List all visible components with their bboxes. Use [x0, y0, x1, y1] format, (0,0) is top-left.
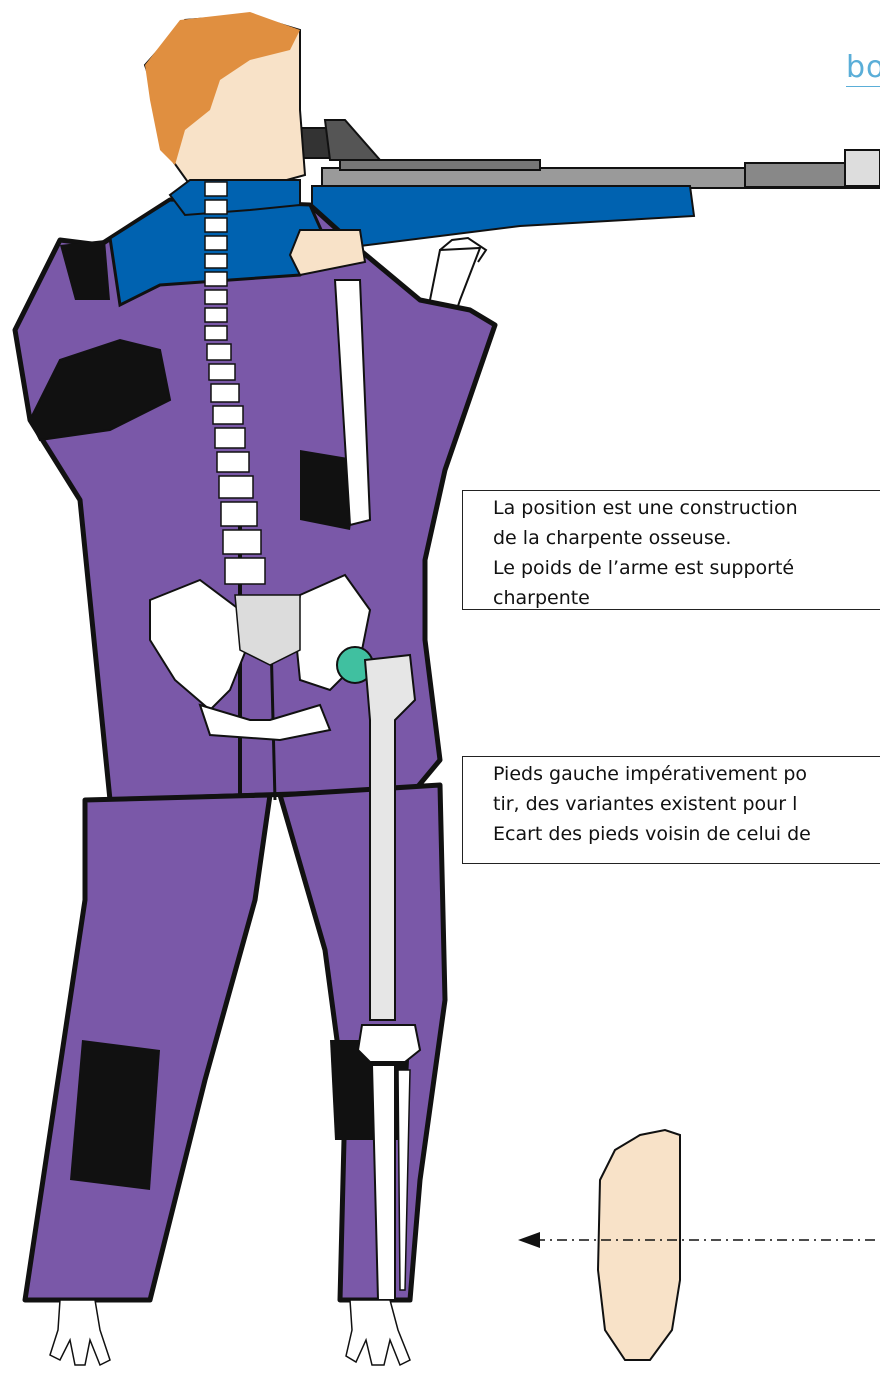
- rifle-stock: [312, 186, 694, 258]
- rear-sight: [300, 128, 330, 158]
- note-position-line: La position est une construction: [493, 493, 880, 523]
- note-feet-line: Pieds gauche impérativement po: [493, 759, 880, 789]
- rifle: [300, 120, 880, 258]
- note-position-line: Le poids de l’arme est supporté: [493, 553, 880, 583]
- knee-pad-right: [70, 1040, 160, 1190]
- note-position-line: charpente: [493, 583, 880, 610]
- direction-arrow-icon: [518, 1232, 880, 1248]
- note-position-line: de la charpente osseuse.: [493, 523, 880, 553]
- note-feet-box: Pieds gauche impérativement po tir, des …: [462, 756, 880, 864]
- jacket: [15, 200, 495, 800]
- note-position-box: La position est une construction de la c…: [462, 490, 880, 610]
- brand-logo-text: bo: [846, 52, 880, 87]
- foot-icon: [598, 1130, 680, 1360]
- note-feet-line: tir, des variantes existent pour l: [493, 789, 880, 819]
- note-feet-line: Ecart des pieds voisin de celui de: [493, 819, 880, 849]
- hand-bones: [50, 1300, 410, 1365]
